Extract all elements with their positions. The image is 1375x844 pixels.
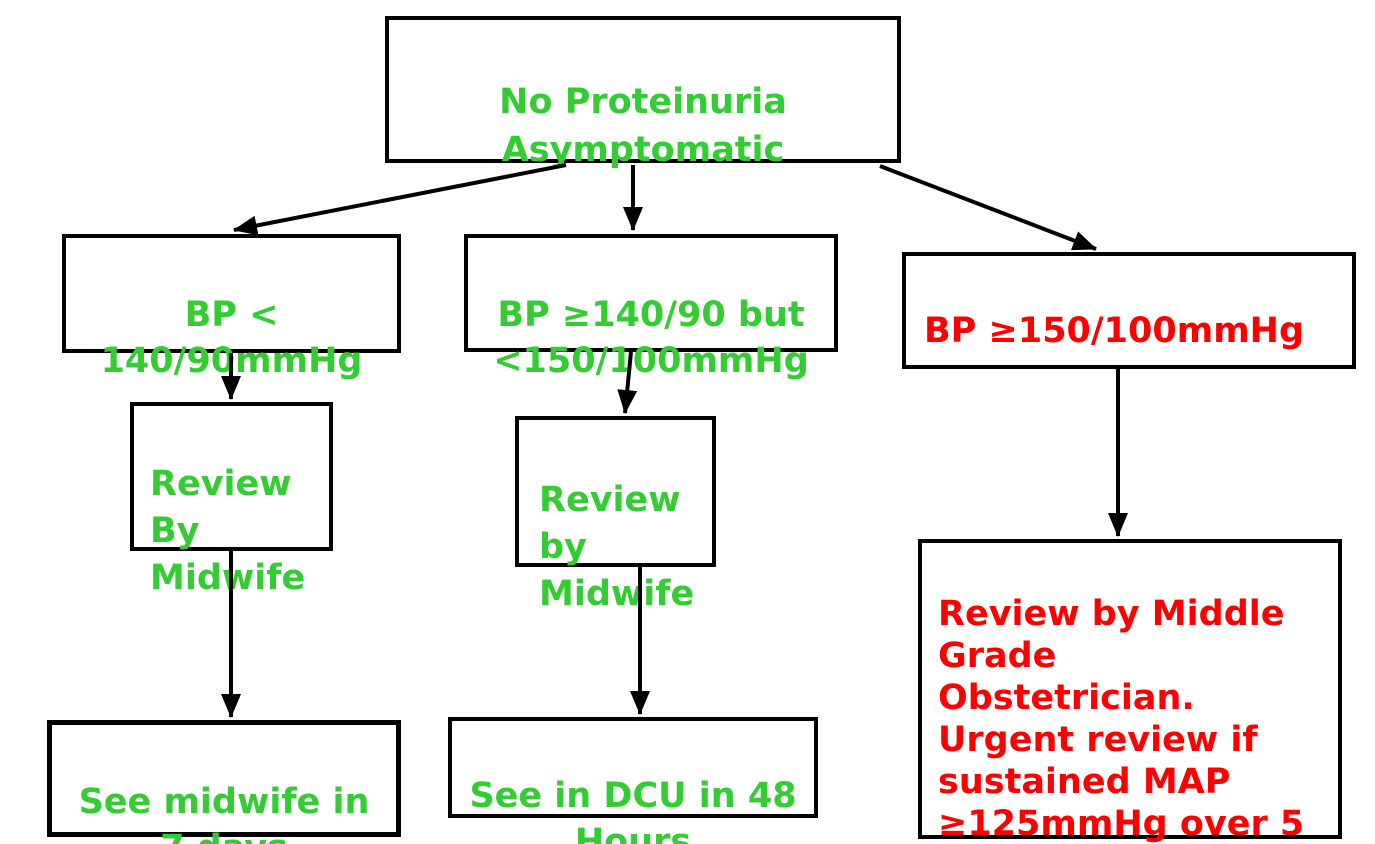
node-review-by-midwife-left: Review By Midwife (130, 402, 333, 598)
node-label: Review by Midwife (539, 480, 695, 614)
node-label: BP < 140/90mmHg (100, 295, 363, 381)
arrow-root-to-bp-low (233, 163, 567, 236)
node-label: No Proteinuria Asymptomatic (499, 82, 787, 170)
node-label: See midwife in 7 days (78, 782, 370, 844)
node-no-proteinuria-asymptomatic: No Proteinuria Asymptomatic (385, 16, 901, 170)
node-label: BP ≥140/90 but <150/100mmHg (493, 295, 809, 381)
node-review-by-obstetrician: Review by Middle Grade Obstetrician. Urg… (918, 539, 1342, 844)
node-bp-140-90-to-150-100: BP ≥140/90 but <150/100mmHg (464, 234, 838, 381)
node-review-by-midwife-middle: Review by Midwife (515, 416, 716, 614)
node-see-midwife-in-7-days: See midwife in 7 days (47, 720, 401, 844)
node-label: BP ≥150/100mmHg (924, 311, 1305, 351)
arrow-root-to-bp-high (879, 164, 1097, 251)
node-bp-over-150-100: BP ≥150/100mmHg (902, 252, 1356, 369)
node-label: Review By Midwife (150, 464, 306, 598)
node-bp-under-140-90: BP < 140/90mmHg (62, 234, 401, 381)
node-label: Review by Middle Grade Obstetrician. Urg… (938, 594, 1305, 844)
node-label: See in DCU in 48 Hours (469, 776, 797, 844)
node-see-in-dcu-48-hours: See in DCU in 48 Hours (448, 717, 818, 844)
